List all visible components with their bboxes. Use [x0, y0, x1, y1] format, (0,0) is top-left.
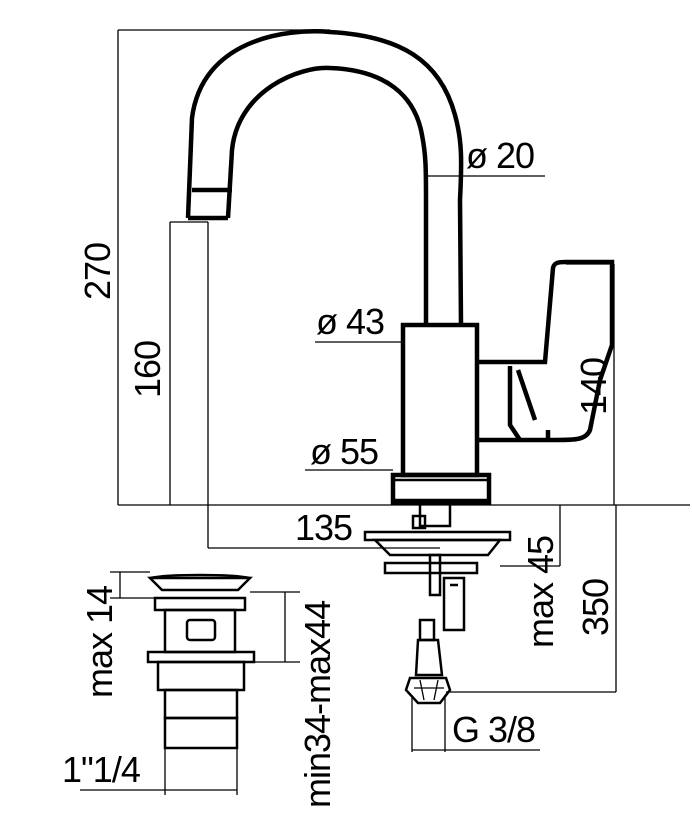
spout-inner — [225, 65, 429, 325]
dim-waste-max-height: max 14 — [79, 586, 120, 698]
hose-body — [414, 638, 444, 677]
waste-body — [163, 608, 237, 654]
dim-hose-length: 350 — [575, 579, 616, 636]
dim-waste-range: min34-max44 — [297, 601, 338, 808]
waste-thread — [163, 716, 239, 750]
dim-body-diameter: ø 43 — [316, 301, 384, 342]
mount-nut — [411, 514, 427, 530]
hose-nut-detail — [414, 679, 444, 701]
waste-tail — [163, 688, 239, 720]
deck-washer — [363, 530, 512, 542]
clamp-plate — [371, 538, 503, 557]
waste-dimensions — [80, 571, 300, 795]
base-flange-inner — [391, 478, 491, 502]
dim-waste-thread: 1"1/4 — [62, 749, 140, 790]
dim-reach: 135 — [295, 507, 352, 548]
waste-lower — [156, 660, 246, 692]
popup-waste — [146, 573, 256, 750]
body-cylinder — [400, 322, 480, 478]
dim-base-diameter: ø 55 — [310, 431, 378, 472]
hose-top — [418, 618, 436, 642]
dim-spout-diameter: ø 20 — [466, 135, 534, 176]
hose-nut — [404, 676, 452, 705]
waste-cap — [146, 576, 254, 592]
hose-fitting — [442, 576, 466, 632]
mounting-hardware — [363, 502, 512, 705]
dim-handle-height: 140 — [573, 358, 614, 415]
spout-outer — [185, 29, 464, 326]
dim-total-height: 270 — [77, 243, 118, 300]
waste-flange — [153, 596, 247, 612]
handle — [477, 259, 615, 443]
dim-spout-height: 160 — [127, 341, 168, 398]
aerator — [188, 187, 232, 221]
dim-hose-connection: G 3/8 — [452, 709, 535, 750]
faucet-body — [185, 29, 615, 506]
faucet-dimensions — [117, 29, 690, 752]
waste-slot — [185, 618, 217, 642]
thread-rod — [428, 553, 442, 597]
dim-max-deck: max 45 — [520, 536, 561, 648]
waste-nut — [146, 650, 256, 664]
